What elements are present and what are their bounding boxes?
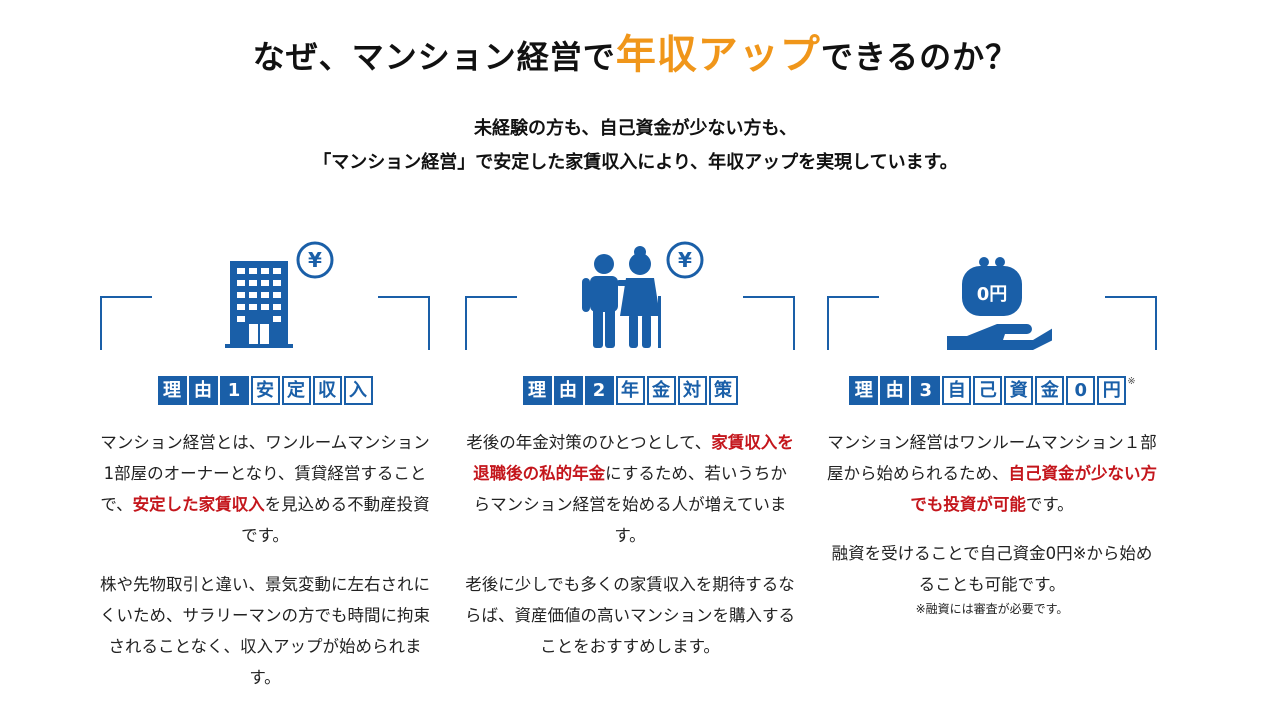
label-char: 1 [219,376,249,405]
lead-text: 未経験の方も、自己資金が少ない方も、 「マンション経営」で安定した家賃収入により… [0,112,1271,180]
label-char: 円 [1097,376,1127,405]
reason-2-paragraph-2: 老後に少しでも多くの家賃収入を期待するならば、資産価値の高いマンションを購入する… [465,575,795,656]
reason-3-body: マンション経営はワンルームマンション１部屋から始められるため、自己資金が少ない方… [827,427,1157,618]
svg-text:¥: ¥ [308,248,322,272]
svg-text:¥: ¥ [678,248,692,272]
reason-2-paragraph-1: 老後の年金対策のひとつとして、家賃収入を退職後の私的年金にするため、若いうちから… [465,427,795,551]
lead-line-2: 「マンション経営」で安定した家賃収入により、年収アップを実現しています。 [313,152,958,173]
label-char: 対 [677,376,707,405]
label-char: 自 [942,376,972,405]
headline-after: できるのか？ [820,38,1019,76]
emphasis-text: 安定した家賃収入 [132,495,265,514]
text-run: にするため、若いうちからマンション経営を始める人が増えています。 [473,464,787,545]
lead-line-1: 未経験の方も、自己資金が少ない方も、 [474,118,797,139]
note-mark: ※ [1127,376,1136,387]
label-char: 理 [849,376,879,405]
label-char: 理 [157,376,187,405]
label-char: 入 [343,376,373,405]
frame-corner-left [100,296,152,350]
label-char: 資 [1004,376,1034,405]
main-headline: なぜ、マンション経営で年収アップできるのか？ [0,22,1271,80]
label-char: 策 [708,376,738,405]
elderly-couple-yen-icon: ¥ [582,241,704,348]
reason-3-paragraph-1: マンション経営はワンルームマンション１部屋から始められるため、自己資金が少ない方… [827,427,1157,520]
label-char: 2 [584,376,614,405]
label-char: 理 [522,376,552,405]
label-char: 己 [973,376,1003,405]
text-run: 老後の年金対策のひとつとして、 [466,433,712,452]
label-char: 由 [880,376,910,405]
reason-3-paragraph-2: 融資を受けることで自己資金0円※から始めることも可能です。 [831,544,1153,594]
emphasis-text: 自己資金が少ない方でも投資が可能 [910,464,1157,514]
label-char: 3 [911,376,941,405]
label-char: 収 [312,376,342,405]
label-char: 由 [188,376,218,405]
text-run: です。 [1025,495,1074,514]
text-run: マンション経営はワンルームマンション１部屋から始められるため、 [827,433,1157,483]
frame-corner-left [827,296,879,350]
reason-3-icon-frame: 0円 [827,230,1157,350]
emphasis-text: 家賃収入を退職後の私的年金 [473,433,794,483]
reason-3-footnote: ※融資には審査が必要です。 [915,602,1069,616]
frame-corner-right [1105,296,1157,350]
label-char: 年 [615,376,645,405]
label-char: 定 [281,376,311,405]
label-char: 金 [646,376,676,405]
reason-2-icon-frame: ¥ [465,230,795,350]
frame-corner-right [378,296,430,350]
label-char: 金 [1035,376,1065,405]
reason-1-paragraph-2: 株や先物取引と違い、景気変動に左右されにくいため、サラリーマンの方でも時間に拘束… [100,575,430,687]
frame-corner-left [465,296,517,350]
reason-1-body: マンション経営とは、ワンルームマンション1部屋のオーナーとなり、賃貸経営すること… [100,427,430,693]
building-yen-icon: ¥ [225,241,334,348]
label-char: 0 [1066,376,1096,405]
reason-1-paragraph-1: マンション経営とは、ワンルームマンション1部屋のオーナーとなり、賃貸経営すること… [100,427,430,551]
label-char: 安 [250,376,280,405]
reason-1-icon-frame: ¥ [100,230,430,350]
reason-2-body: 老後の年金対策のひとつとして、家賃収入を退職後の私的年金にするため、若いうちから… [465,427,795,662]
headline-before: なぜ、マンション経営で [252,38,616,76]
text-run: マンション経営とは、ワンルームマンション1部屋のオーナーとなり、賃貸経営すること… [100,433,430,514]
frame-corner-right [743,296,795,350]
text-run: を見込める不動産投資です。 [241,495,430,545]
purse-hand-zero-yen-icon: 0円 [947,257,1052,350]
label-char: 由 [553,376,583,405]
coin-label: 0円 [977,284,1008,305]
headline-highlight: 年収アップ [615,32,821,78]
